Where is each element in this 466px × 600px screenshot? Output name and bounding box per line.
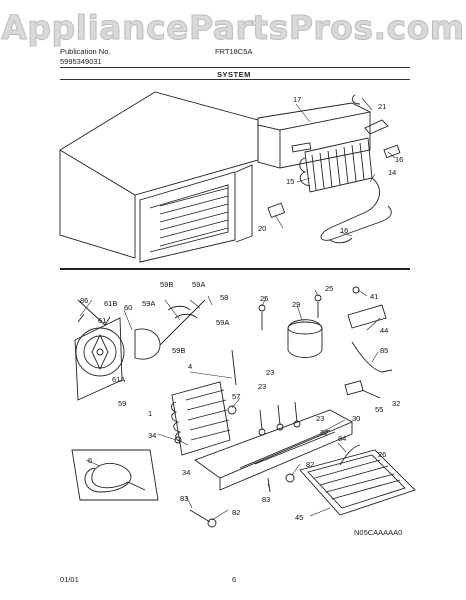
callout-label: 16 (395, 155, 404, 164)
leader-lines (79, 97, 396, 521)
callout-label: 83 (180, 494, 189, 503)
callout-label: 29 (292, 300, 301, 309)
callout-label: 58 (220, 293, 229, 302)
callout-label: 82 (306, 460, 315, 469)
callout-label: 30 (352, 414, 361, 423)
callout-label: 57 (232, 392, 241, 401)
callout-label: 34 (182, 468, 191, 477)
callout-label: 44 (380, 326, 389, 335)
callout-label: 14 (388, 168, 397, 177)
drain-pan-drawing (299, 444, 416, 516)
evaporator-cover-drawing (257, 102, 372, 169)
footer-page-number: 6 (232, 575, 237, 584)
callout-label: 85 (380, 346, 389, 355)
callout-label: 86 (80, 296, 89, 305)
callout-label: 4 (188, 362, 193, 371)
model-number: FRT18C5A (215, 47, 253, 56)
screws-drawing (77, 313, 295, 528)
section-title-rule (60, 79, 410, 80)
callout-label: 59 (118, 399, 127, 408)
callout-label: 41 (370, 292, 379, 301)
callout-label: 25 (260, 294, 269, 303)
callout-label: 23 (316, 414, 325, 423)
section-title: SYSTEM (217, 70, 251, 79)
callout-label: 59A (192, 280, 206, 289)
callout-label: 6 (88, 456, 93, 465)
compressor-drawing (258, 294, 323, 358)
callout-label: 82 (232, 508, 241, 517)
callout-label: 60 (124, 303, 133, 312)
callout-label: 25 (325, 284, 334, 293)
publication-label: Publication No. (60, 47, 111, 56)
callout-label: 59B (172, 346, 186, 355)
callout-label: 34 (148, 431, 157, 440)
watermark: AppliancePartsPros.com (1, 8, 465, 48)
callout-label: 45 (295, 513, 304, 522)
callout-label: 1 (148, 409, 153, 418)
callout-label: 23 (258, 382, 267, 391)
callout-label: 20 (258, 224, 267, 233)
condenser-fan-drawing (74, 299, 206, 401)
callout-label: 61A (112, 375, 126, 384)
callout-label: 26 (378, 450, 387, 459)
callout-label: 15 (286, 177, 295, 186)
base-plate-drawing (194, 401, 354, 491)
publication-number: 5995349031 (60, 57, 102, 66)
callout-label: 22 (320, 428, 329, 437)
callout-label: 84 (338, 434, 347, 443)
condenser-coil-drawing (171, 349, 237, 456)
callout-label: 59A (216, 318, 230, 327)
header-rule (60, 67, 410, 68)
callout-label: 17 (293, 95, 302, 104)
section-divider (60, 268, 410, 270)
callout-label: 16 (340, 226, 349, 235)
callout-label: 21 (378, 102, 387, 111)
callout-label: 61 (98, 316, 107, 325)
callout-label: 32 (392, 399, 401, 408)
defrost-heater-drawing (267, 177, 392, 244)
power-cord-drawing (71, 449, 159, 501)
callout-label: 61B (104, 299, 118, 308)
diagram-code: N05CAAAAA0 (354, 528, 403, 537)
callout-label: 59B (160, 280, 174, 289)
footer-date: 01/01 (60, 575, 79, 584)
callout-label: 55 (375, 405, 384, 414)
callout-label: 23 (266, 368, 275, 377)
cabinet-drawing (59, 91, 259, 263)
bracket-and-relay-drawing (344, 286, 393, 399)
callout-label: 83 (262, 495, 271, 504)
callout-label: 59A (142, 299, 156, 308)
